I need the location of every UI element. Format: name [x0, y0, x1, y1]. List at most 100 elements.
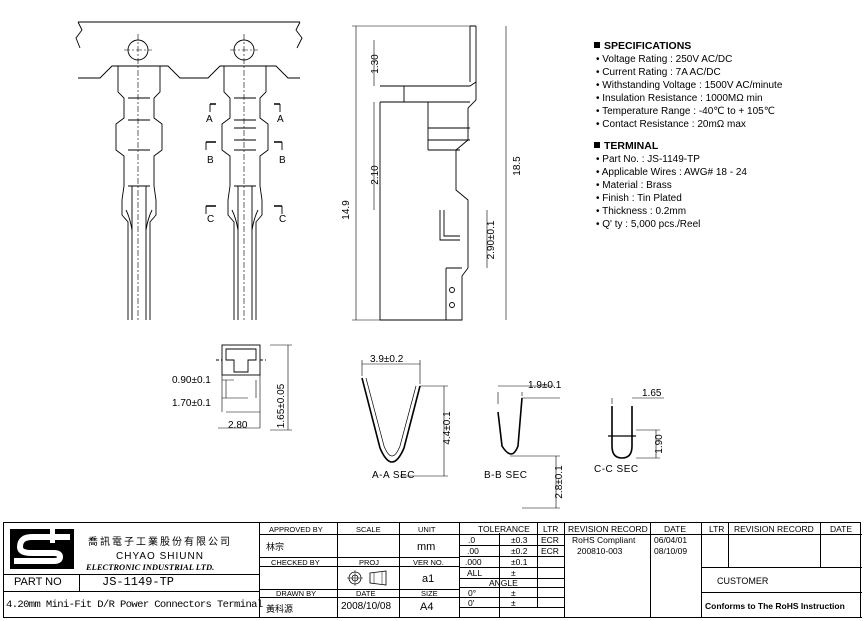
- dim-1-30: 1.30: [370, 54, 381, 74]
- dim-2-8: 2.8±0.1: [554, 465, 565, 499]
- part-description: 4.20mm Mini-Fit D/R Power Connectors Ter…: [6, 599, 263, 611]
- scale-label: SCALE: [356, 525, 381, 534]
- dim-1-90: 1.90: [654, 434, 665, 454]
- company-name-en2: ELECTRONIC INDUSTRIAL LTD.: [86, 562, 215, 572]
- terminal-item: Finish : Tin Plated: [596, 192, 862, 205]
- ltr-header: LTR: [543, 524, 559, 534]
- drawn-by-label: DRAWN BY: [276, 589, 317, 598]
- spec-item: Withstanding Voltage : 1500V AC/minute: [596, 79, 862, 92]
- ltr-header-2: LTR: [709, 524, 725, 534]
- revision-record: 200810-003: [577, 546, 623, 556]
- terminal-item: Applicable Wires : AWG# 18 - 24: [596, 166, 862, 179]
- section-marker-b-right: B: [279, 155, 286, 166]
- tolerance-key: .0: [468, 535, 476, 545]
- angle-key: 0': [468, 598, 475, 608]
- section-a-a-label: A-A SEC: [372, 470, 415, 481]
- customer-label: CUSTOMER: [717, 576, 769, 586]
- terminal-block: TERMINAL Part No. : JS-1149-TP Applicabl…: [594, 140, 862, 231]
- tolerance-label: TOLERANCE: [478, 524, 530, 534]
- dim-2-90: 2.90±0.1: [486, 220, 497, 259]
- part-no-label: PART NO: [14, 576, 62, 588]
- size-value: A4: [420, 601, 434, 613]
- terminal-item: Material : Brass: [596, 179, 862, 192]
- unit-label: UNIT: [418, 525, 436, 534]
- dim-1-65-c: 1.65: [642, 388, 662, 399]
- proj-label: PROJ: [359, 558, 380, 567]
- drawn-by-value: 黃科源: [266, 604, 294, 614]
- approved-by-label: APPROVED BY: [269, 525, 323, 534]
- revision-ltr: ECR: [541, 546, 559, 556]
- spec-item: Current Rating : 7A AC/DC: [596, 66, 862, 79]
- terminal-item: Part No. : JS-1149-TP: [596, 153, 862, 166]
- tolerance-value: ±0.3: [511, 535, 528, 545]
- revision-header: REVISION RECORD: [568, 524, 648, 534]
- tolerance-value: ±0.2: [511, 546, 528, 556]
- section-marker-a-right: A: [277, 114, 284, 125]
- terminal-item: Thickness : 0.2mm: [596, 205, 862, 218]
- revision-record: RoHS Compliant: [572, 535, 636, 545]
- section-b-b: [497, 385, 560, 509]
- dim-4-4: 4.4±0.1: [442, 411, 453, 445]
- dim-1-70: 1.70±0.1: [172, 398, 211, 409]
- dim-3-9: 3.9±0.2: [370, 354, 404, 365]
- specifications-heading: SPECIFICATIONS: [594, 40, 862, 53]
- date-header-2: DATE: [830, 524, 853, 534]
- section-a-a: [361, 360, 448, 477]
- section-c-c: [608, 397, 664, 459]
- dim-2-80: 2.80: [228, 420, 248, 431]
- section-marker-c-right: C: [279, 214, 286, 225]
- revision-ltr: ECR: [541, 535, 559, 545]
- front-view: [75, 21, 303, 320]
- section-c-c-label: C-C SEC: [594, 464, 639, 475]
- part-no-value: JS-1149-TP: [102, 575, 175, 589]
- side-view-dimensions: [352, 25, 507, 321]
- section-b-b-label: B-B SEC: [484, 470, 528, 481]
- dim-14-9: 14.9: [341, 200, 352, 220]
- date-value: 2008/10/08: [341, 601, 392, 612]
- angle-label: ANGLE: [489, 578, 518, 588]
- date-header: DATE: [664, 524, 687, 534]
- rohs-note: Conforms to The RoHS Instruction: [705, 601, 845, 611]
- dim-0-90: 0.90±0.1: [172, 375, 211, 386]
- tolerance-key: .00: [467, 546, 479, 556]
- dim-1-65: 1.65±0.05: [276, 383, 287, 428]
- ver-value: a1: [422, 573, 435, 585]
- company-name-cn: 喬訊電子工業股份有限公司: [88, 537, 232, 548]
- tolerance-value: ±: [511, 568, 516, 578]
- spec-item: Voltage Rating : 250V AC/DC: [596, 53, 862, 66]
- engineering-drawing: A A B B C C 1.30 2.10 14.9 18.5 2.90±0.1…: [75, 21, 665, 509]
- angle-key: 0°: [468, 588, 477, 598]
- section-marker-c-left: C: [207, 214, 214, 225]
- spec-item: Temperature Range : -40℃ to + 105℃: [596, 105, 862, 118]
- dim-1-9: 1.9±0.1: [528, 380, 562, 391]
- section-marker-b-left: B: [207, 155, 214, 166]
- company-logo: [10, 529, 74, 569]
- size-label: SIZE: [421, 589, 438, 598]
- terminal-item: Q' ty : 5,000 pcs./Reel: [596, 218, 862, 231]
- spec-item: Insulation Resistance : 1000MΩ min: [596, 92, 862, 105]
- terminal-heading: TERMINAL: [594, 140, 862, 153]
- angle-value: ±: [511, 598, 516, 608]
- ver-label: VER NO.: [413, 558, 444, 567]
- dim-18-5: 18.5: [512, 156, 523, 176]
- tolerance-key: ALL: [467, 568, 483, 578]
- dim-2-10: 2.10: [370, 165, 381, 185]
- company-name-en1: CHYAO SHIUNN: [116, 551, 204, 562]
- approved-by-value: 林宗: [266, 542, 285, 552]
- revision-date: 08/10/09: [654, 546, 688, 556]
- side-view: [379, 25, 477, 321]
- title-block: 喬訊電子工業股份有限公司 CHYAO SHIUNN ELECTRONIC IND…: [3, 522, 862, 618]
- section-marker-a-left: A: [206, 114, 213, 125]
- unit-value: mm: [417, 541, 436, 553]
- date-label: DATE: [356, 589, 376, 598]
- checked-by-label: CHECKED BY: [271, 558, 320, 567]
- projection-symbol-icon: [347, 570, 387, 586]
- specifications-block: SPECIFICATIONS Voltage Rating : 250V AC/…: [594, 40, 862, 131]
- tolerance-key: .000: [465, 557, 482, 567]
- revision-date: 06/04/01: [654, 535, 688, 545]
- spec-item: Contact Resistance : 20mΩ max: [596, 118, 862, 131]
- tolerance-value: ±0.1: [511, 557, 528, 567]
- revision-header-2: REVISION RECORD: [734, 524, 814, 534]
- angle-value: ±: [511, 588, 516, 598]
- end-view: [216, 344, 292, 431]
